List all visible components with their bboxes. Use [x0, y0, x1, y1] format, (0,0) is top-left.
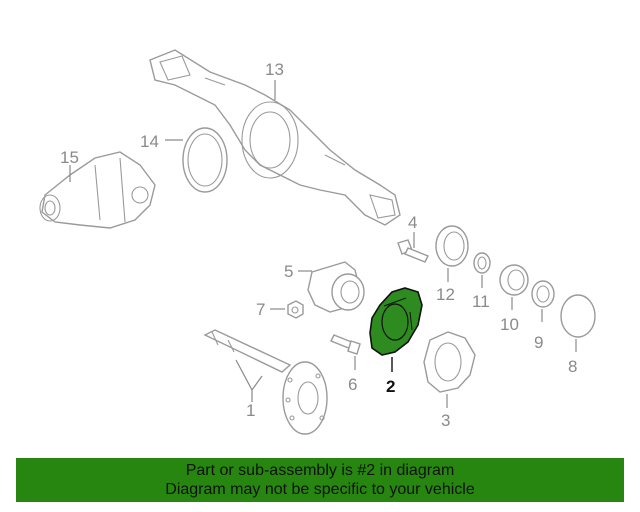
- callout-14[interactable]: 14: [140, 132, 159, 151]
- banner-line-1: Part or sub-assembly is #2 in diagram: [185, 462, 455, 479]
- callout-7[interactable]: 7: [256, 300, 265, 319]
- callout-2[interactable]: 2: [386, 377, 395, 396]
- part-3-gasket[interactable]: [423, 331, 476, 393]
- callout-9[interactable]: 9: [534, 333, 543, 352]
- callout-5[interactable]: 5: [284, 262, 293, 281]
- part-10-bearing[interactable]: [499, 264, 529, 296]
- callout-13[interactable]: 13: [265, 60, 284, 79]
- part-6-bolt[interactable]: [330, 334, 361, 355]
- part-12-oil-seal[interactable]: [435, 225, 469, 267]
- banner-line-2: Diagram may not be specific to your vehi…: [165, 481, 475, 498]
- parts-diagram: 13 14 15 4 12 11 10: [39, 49, 596, 435]
- callout-4[interactable]: 4: [408, 213, 417, 232]
- part-13-axle-housing[interactable]: [149, 49, 401, 226]
- callout-1[interactable]: 1: [246, 401, 255, 420]
- info-banner: Part or sub-assembly is #2 in diagram Di…: [16, 458, 624, 502]
- callout-3[interactable]: 3: [441, 411, 450, 430]
- part-11-ring[interactable]: [473, 252, 491, 274]
- part-8-o-ring[interactable]: [560, 294, 596, 338]
- callout-8[interactable]: 8: [568, 357, 577, 376]
- part-9-retainer[interactable]: [531, 280, 555, 308]
- part-4-bolt[interactable]: [397, 239, 429, 263]
- callout-12[interactable]: 12: [436, 285, 455, 304]
- callout-10[interactable]: 10: [500, 315, 519, 334]
- part-2-backing-plate[interactable]: [369, 287, 423, 356]
- part-5-flange[interactable]: [307, 261, 365, 313]
- callout-11[interactable]: 11: [472, 292, 490, 311]
- part-7-nut[interactable]: [287, 300, 304, 319]
- part-14-gasket[interactable]: [182, 127, 228, 193]
- part-1-axle-shaft[interactable]: [203, 329, 328, 435]
- part-15-differential-carrier[interactable]: [39, 151, 156, 229]
- callout-6[interactable]: 6: [348, 375, 357, 394]
- exploded-view-svg: 13 14 15 4 12 11 10: [39, 49, 596, 435]
- callout-15[interactable]: 15: [60, 148, 79, 167]
